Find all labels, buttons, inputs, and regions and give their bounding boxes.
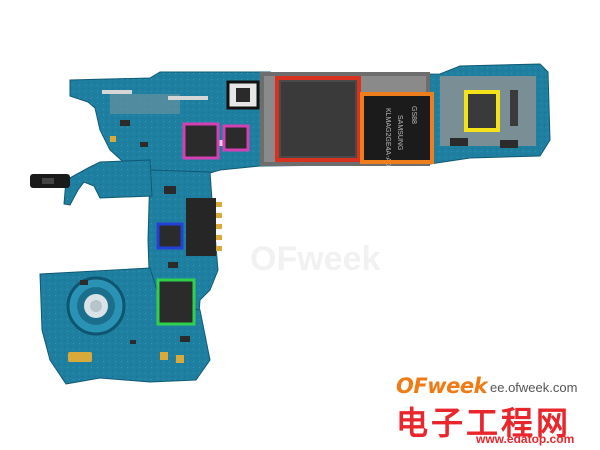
chip-green (158, 280, 194, 324)
chip-label-2: KLMAG2GE4A-A0 (384, 108, 391, 166)
highlight-green (156, 278, 196, 326)
ofweek-logo: OFweek (396, 374, 488, 398)
small-components (80, 120, 518, 344)
chip-label-1: SAMSUNG (396, 115, 403, 150)
highlight-magenta-2 (222, 124, 250, 152)
highlight-orange (360, 92, 434, 164)
memory-chip (362, 94, 432, 162)
chip-yellow (466, 92, 498, 130)
ofweek-url: ee.ofweek.com (490, 380, 578, 395)
watermark-faint: OFweek (250, 240, 380, 278)
shield-can-left (110, 94, 180, 114)
board-connector (186, 198, 216, 256)
highlight-red (275, 76, 361, 162)
highlight-magenta-1 (182, 122, 220, 160)
chip-label-3: GS88 (410, 106, 417, 124)
site-url: www.edatop.com (476, 432, 575, 446)
pcb-board-arm (63, 159, 153, 206)
chip-magenta-1 (184, 124, 218, 158)
connector-pins (216, 202, 222, 251)
highlight-blue (156, 222, 184, 250)
chip-blue (158, 224, 182, 248)
chinese-title: 电子工程网 (396, 404, 572, 442)
highlight-yellow (464, 90, 500, 132)
chip-magenta-2 (224, 126, 248, 150)
